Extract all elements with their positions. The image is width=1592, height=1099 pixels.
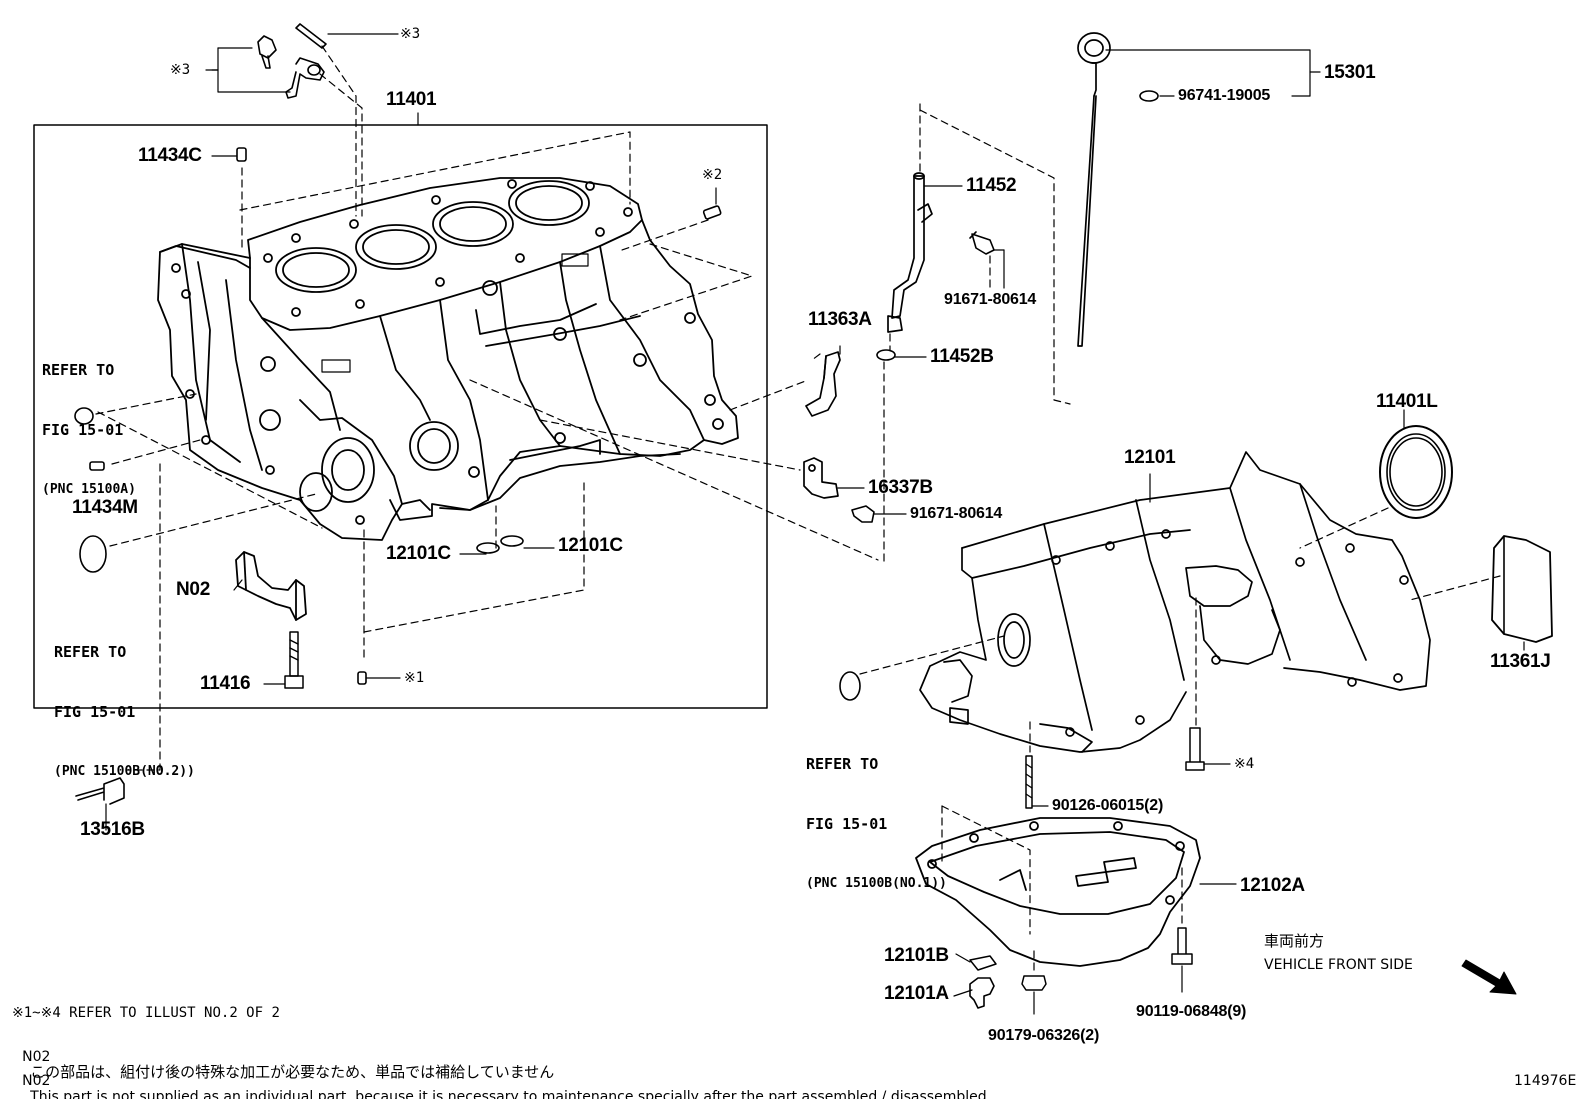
part-91671-80614-upper[interactable]: 91671-80614 [944, 291, 1037, 308]
part-12101c-a[interactable]: 12101C [386, 543, 451, 564]
refer-line: FIG 15-01 [806, 815, 888, 833]
part-11416[interactable]: 11416 [200, 673, 251, 694]
part-12102a[interactable]: 12102A [1240, 875, 1305, 896]
part-90119-06848[interactable]: 90119-06848(9) [1136, 1003, 1247, 1020]
oil-pan-12101-shape [919, 451, 1431, 753]
refer-line: REFER TO [54, 643, 127, 661]
part-16337b[interactable]: 16337B [868, 477, 933, 498]
refer-line: (PNC 15100B(NO.1)) [806, 876, 947, 891]
mark-1: ※1 [404, 670, 425, 686]
bracket-11363a-shape [805, 351, 841, 417]
part-11434m[interactable]: 11434M [72, 497, 138, 518]
mark-4: ※4 [1234, 756, 1255, 772]
part-12101c-b[interactable]: 12101C [558, 535, 623, 556]
part-13516b[interactable]: 13516B [80, 819, 145, 840]
part-11401[interactable]: 11401 [386, 89, 437, 110]
part-11363a[interactable]: 11363A [808, 309, 872, 330]
refer-fig-15100b-no1[interactable]: REFER TO FIG 15-01 (PNC 15100B(NO.1)) [806, 714, 947, 914]
clamp-16337b-shape [803, 457, 839, 499]
illustration-id: 114976E [1514, 1073, 1577, 1089]
refer-line: REFER TO [42, 361, 115, 379]
oil-pan-12102a-shape [915, 817, 1201, 967]
part-n02[interactable]: N02 [176, 579, 210, 600]
cylinder-block-shape [157, 177, 739, 541]
mark-3-left: ※3 [170, 62, 191, 78]
part-96741-19005[interactable]: 96741-19005 [1178, 87, 1271, 104]
vehicle-front-arrow [1461, 959, 1517, 995]
note-refer-illust: ※1~※4 REFER TO ILLUST NO.2 OF 2 [12, 1005, 280, 1021]
part-11434c[interactable]: 11434C [138, 145, 202, 166]
part-12101b[interactable]: 12101B [884, 945, 949, 966]
refer-line: (PNC 15100A) [42, 482, 136, 497]
part-90179-06326[interactable]: 90179-06326(2) [988, 1027, 1100, 1044]
refer-fig-15100b-no2[interactable]: REFER TO FIG 15-01 (PNC 15100B(NO.2)) [54, 602, 195, 802]
note-code: N02 [22, 1073, 51, 1089]
cover-11361j-shape [1491, 535, 1553, 643]
note-n02-en: N02 This part is not supplied as an indi… [12, 1056, 987, 1099]
gauge-guide-11452-shape [887, 172, 933, 333]
part-90126-06015[interactable]: 90126-06015(2) [1052, 797, 1164, 814]
part-11361j[interactable]: 11361J [1490, 651, 1551, 672]
oil-seal-11401l-shape [1379, 425, 1453, 519]
assembly-frame-11401 [33, 124, 768, 709]
part-15301[interactable]: 15301 [1324, 62, 1376, 83]
refer-line: FIG 15-01 [42, 421, 124, 439]
note-n02-ja: N02 この部品は、組付け後の特殊な加工が必要なため、単品では補給していません [12, 1032, 554, 1080]
dipstick-15301-shape [1077, 32, 1111, 347]
bearing-cap-n02-shape [235, 551, 307, 621]
refer-line: FIG 15-01 [54, 703, 136, 721]
direction-label-en: VEHICLE FRONT SIDE [1264, 957, 1413, 973]
mark-3-top: ※3 [400, 26, 421, 42]
note-text-ja: この部品は、組付け後の特殊な加工が必要なため、単品では補給していません [30, 1063, 555, 1081]
refer-fig-15100a[interactable]: REFER TO FIG 15-01 (PNC 15100A) [42, 320, 136, 520]
refer-line: (PNC 15100B(NO.2)) [54, 764, 195, 779]
part-11452b[interactable]: 11452B [930, 346, 994, 367]
part-91671-80614-lower[interactable]: 91671-80614 [910, 505, 1003, 522]
part-11401l[interactable]: 11401L [1376, 391, 1438, 412]
direction-label-ja: 車両前方 [1264, 932, 1325, 950]
oil-jet-parts-m3 [257, 23, 327, 99]
part-12101a[interactable]: 12101A [884, 983, 949, 1004]
note-code: N02 [22, 1049, 51, 1065]
part-12101[interactable]: 12101 [1124, 447, 1176, 468]
refer-line: REFER TO [806, 755, 879, 773]
bolt-11416-shape [284, 631, 304, 689]
part-11452[interactable]: 11452 [966, 175, 1017, 196]
mark-2: ※2 [702, 167, 723, 183]
note-text-en: This part is not supplied as an individu… [30, 1089, 987, 1099]
